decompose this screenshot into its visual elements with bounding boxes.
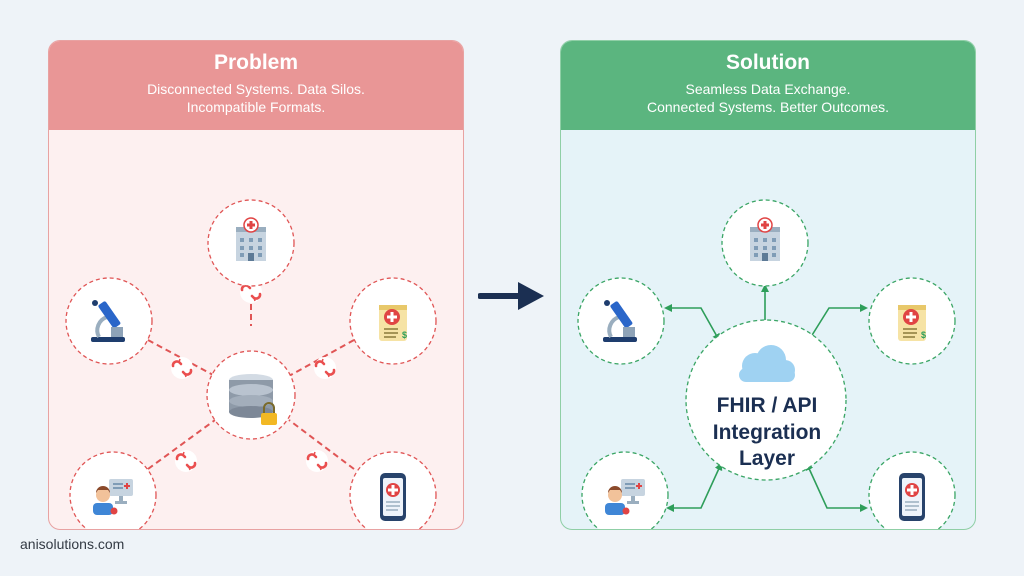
billing-document-icon (897, 304, 927, 342)
arrow-right-icon (478, 282, 544, 310)
mobile-health-app-icon (898, 472, 926, 522)
broken-link-icon (173, 448, 199, 474)
mobile-health-app-icon (379, 472, 407, 522)
integration-hub-node (685, 319, 847, 481)
solution-panel: Solution Seamless Data Exchange. Connect… (560, 40, 976, 530)
solution-header: Solution Seamless Data Exchange. Connect… (561, 41, 975, 130)
solution-diagram: $ (577, 199, 956, 529)
broken-link-icon (312, 355, 338, 381)
problem-subtitle-line-1: Disconnected Systems. Data Silos. (147, 81, 365, 97)
footer-site-label: anisolutions.com (20, 536, 125, 552)
locked-database-icon (229, 374, 277, 425)
problem-title: Problem (213, 51, 299, 74)
hub-label-line-1: FHIR / API (717, 394, 818, 417)
problem-header: Problem Disconnected Systems. Data Silos… (49, 41, 463, 130)
hub-label-line-3: Layer (739, 447, 795, 470)
problem-panel: Problem Disconnected Systems. Data Silos… (48, 40, 464, 530)
lab-connector (664, 304, 720, 342)
solution-title: Solution (726, 51, 810, 74)
broken-link-icon (304, 448, 330, 474)
solution-subtitle-line-1: Seamless Data Exchange. (685, 81, 851, 97)
clinic-connector (666, 462, 723, 512)
problem-diagram: $ (65, 199, 437, 529)
hub-label-line-2: Integration (713, 421, 822, 444)
mobile-connector (805, 462, 868, 512)
broken-link-icon (169, 355, 195, 381)
solution-subtitle-line-2: Connected Systems. Better Outcomes. (647, 99, 889, 115)
problem-subtitle-line-2: Incompatible Formats. (186, 99, 326, 115)
billing-connector (807, 304, 868, 342)
cloud-icon (739, 345, 795, 382)
billing-document-icon (378, 304, 408, 342)
